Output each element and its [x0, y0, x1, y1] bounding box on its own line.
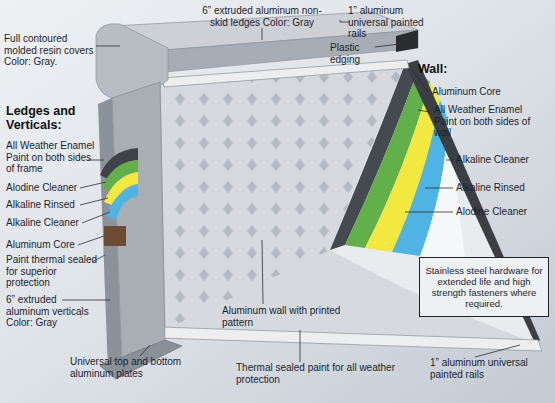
callout-label: Aluminum wall with printed pattern [222, 305, 347, 328]
ledge-front [165, 30, 418, 72]
callout-label: Thermal sealed paint for all weather pro… [236, 362, 406, 385]
callout-label: All Weather Enamel Paint on both sides o… [6, 140, 102, 175]
callout-label: Aluminum Core [432, 86, 522, 98]
callout-label: Plastic edging [330, 42, 390, 65]
callout-label: Aluminum Core [6, 239, 86, 251]
frame-core [104, 226, 126, 246]
callout-label: Alkaline Rinsed [456, 182, 546, 194]
callout-label: 1” aluminum universal painted rails [430, 357, 540, 380]
note-box: Stainless steel hardware for extended li… [419, 257, 549, 317]
section-heading: Wall: [418, 62, 478, 76]
callout-label: 6” extruded aluminum non-skid ledges Col… [198, 5, 326, 28]
callout-label: Alodine Cleaner [456, 206, 546, 218]
callout-label: Alkaline Rinsed [6, 199, 86, 211]
note-text: Stainless steel hardware for extended li… [425, 265, 543, 309]
callout-label: All Weather Enamel Paint on both sides o… [434, 104, 546, 139]
section-heading: Ledges and Verticals: [6, 104, 96, 132]
callout-label: Alkaline Cleaner [6, 217, 86, 229]
callout-label: Paint thermal sealed for superior protec… [6, 254, 98, 289]
bottom-rail [160, 327, 542, 351]
callout-label: 1” aluminum universal painted rails [348, 5, 440, 40]
callout-label: Full contoured molded resin covers Color… [4, 33, 99, 68]
callout-label: 6” extruded aluminum verticals Color: Gr… [6, 294, 92, 329]
plastic-edging [396, 30, 418, 52]
callout-label: Alodine Cleaner [6, 182, 86, 194]
frame-cleaner [106, 184, 138, 220]
callout-label: Universal top and bottom aluminum plates [70, 356, 205, 379]
callout-label: Alkaline Cleaner [456, 154, 546, 166]
